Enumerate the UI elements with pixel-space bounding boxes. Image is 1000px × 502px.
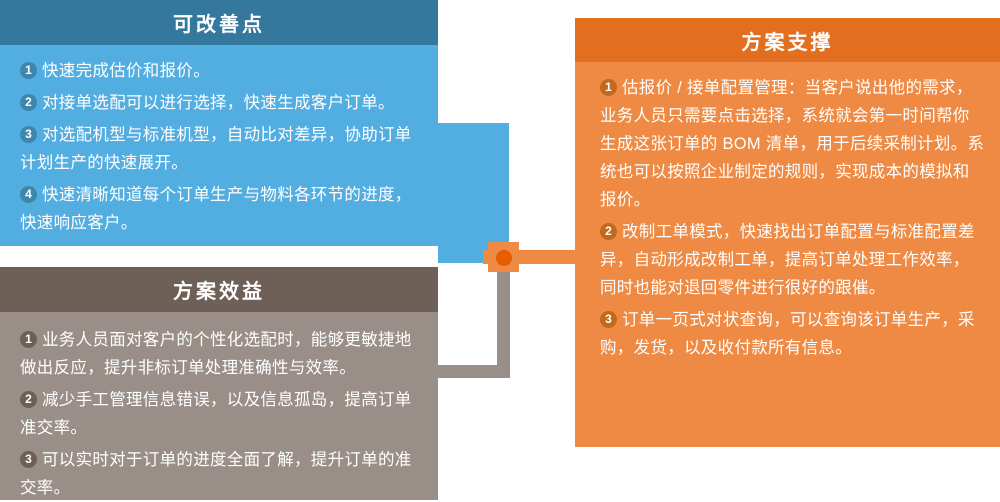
item-text: 估报价 / 接单配置管理：当客户说出他的需求，业务人员只需要点击选择，系统就会第…: [600, 79, 985, 209]
connector-junction-dot-icon: [496, 250, 512, 266]
item-number-badge: 2: [600, 223, 617, 240]
item-number-badge: 3: [600, 311, 617, 328]
item-number-badge: 3: [20, 126, 37, 143]
improvable-points-panel: 可改善点 1 快速完成估价和报价。 2 对接单选配可以进行选择，快速生成客户订单。 …: [0, 0, 438, 246]
item-number-badge: 1: [600, 79, 617, 96]
gray-connector-vertical: [497, 271, 510, 378]
item-text: 快速完成估价和报价。: [42, 62, 210, 80]
item-number-badge: 1: [20, 62, 37, 79]
support-title: 方案支撑: [575, 18, 1000, 62]
item-text: 可以实时对于订单的进度全面了解，提升订单的准交率。: [20, 451, 412, 497]
item-text: 改制工单模式，快速找出订单配置与标准配置差异，自动形成改制工单，提高订单处理工作…: [600, 223, 975, 297]
improvable-points-title: 可改善点: [0, 0, 438, 45]
item-number-badge: 1: [20, 331, 37, 348]
item-text: 订单一页式对状查询，可以查询该订单生产，采购，发货，以及收付款所有信息。: [600, 311, 975, 357]
gray-connector-horizontal: [438, 365, 510, 378]
list-item: 2 对接单选配可以进行选择，快速生成客户订单。: [20, 89, 424, 117]
list-item: 1 快速完成估价和报价。: [20, 57, 424, 85]
item-number-badge: 2: [20, 391, 37, 408]
item-number-badge: 4: [20, 186, 37, 203]
item-text: 对接单选配可以进行选择，快速生成客户订单。: [42, 94, 395, 112]
item-number-badge: 2: [20, 94, 37, 111]
item-number-badge: 3: [20, 451, 37, 468]
blue-connector-block: [438, 123, 509, 263]
item-text: 减少手工管理信息错误，以及信息孤岛，提高订单准交率。: [20, 391, 412, 437]
benefit-title: 方案效益: [0, 267, 438, 312]
item-text: 快速清晰知道每个订单生产与物料各环节的进度，快速响应客户。: [20, 186, 412, 232]
item-text: 业务人员面对客户的个性化选配时，能够更敏捷地做出反应，提升非标订单处理准确性与效…: [20, 331, 412, 377]
item-text: 对选配机型与标准机型，自动比对差异，协助订单计划生产的快速展开。: [20, 126, 412, 172]
